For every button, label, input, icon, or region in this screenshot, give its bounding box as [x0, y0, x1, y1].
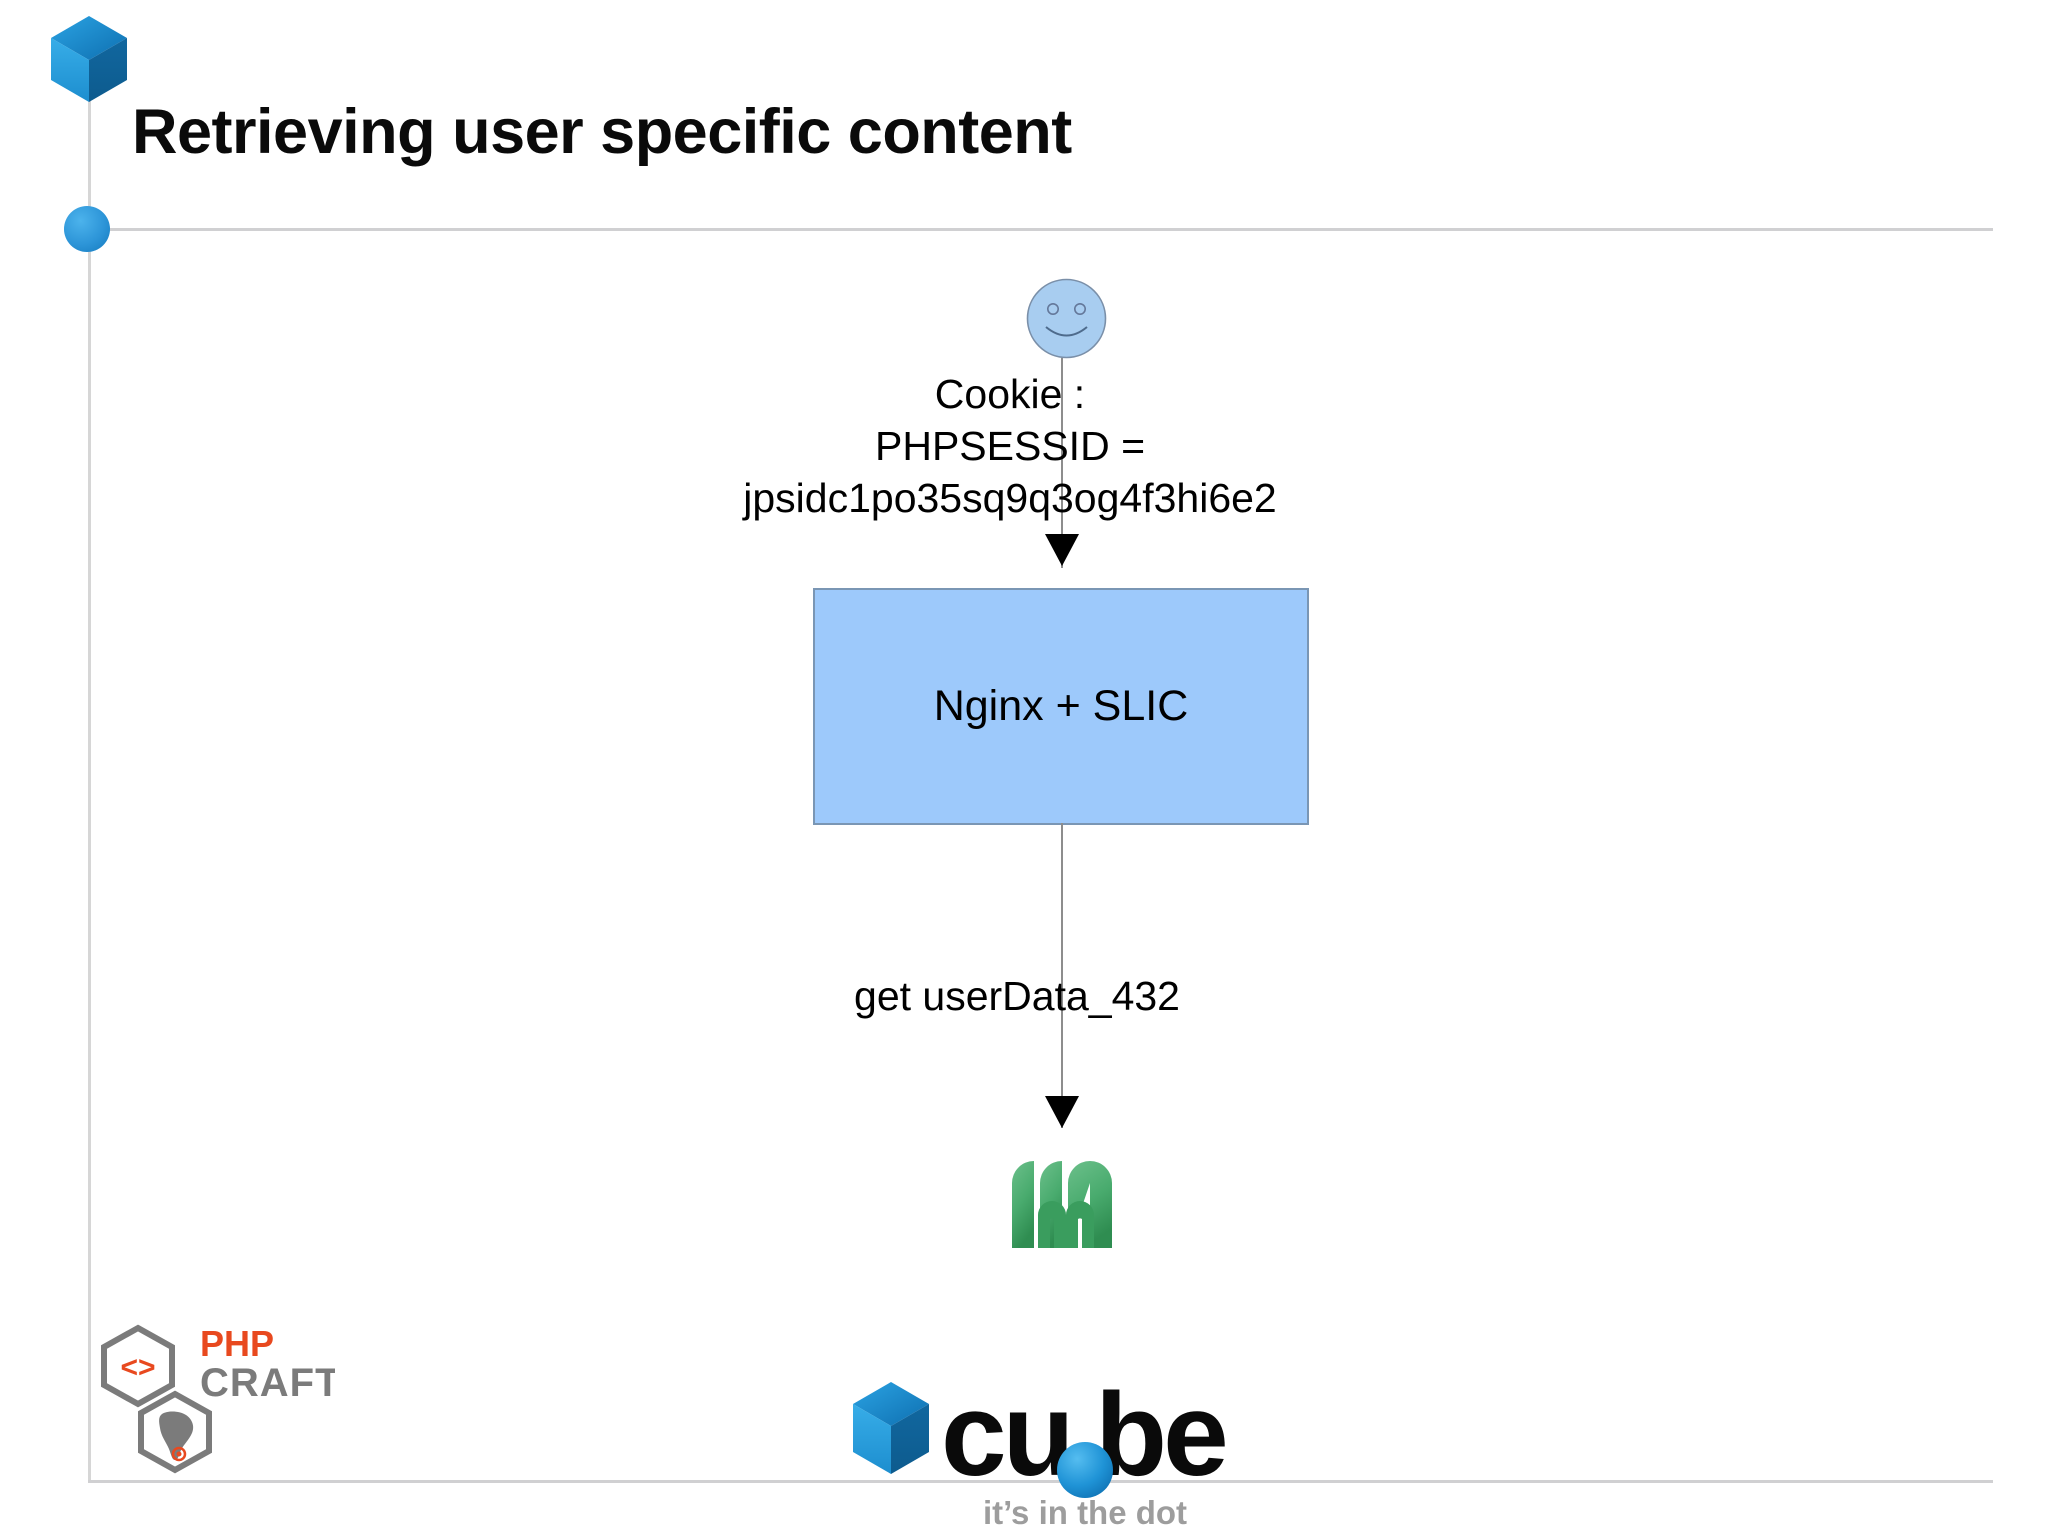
- phpcraft-php-text: PHP: [200, 1323, 274, 1364]
- cube-brand-logo: cu be it’s in the dot: [853, 1372, 1229, 1531]
- connector-nginx-to-memcached: [1061, 823, 1063, 1128]
- cookie-line-1: Cookie :: [934, 371, 1086, 417]
- corner-dot-bullet: [64, 206, 110, 252]
- phpcraft-logo: <> PHP CRAFT: [101, 1323, 335, 1474]
- slide-bottom-rule: [88, 1480, 1993, 1483]
- memcached-logo-icon: [1012, 1161, 1112, 1248]
- arrowhead-into-nginx: [1045, 534, 1079, 566]
- page-title: Retrieving user specific content: [132, 97, 1072, 167]
- cookie-line-3: jpsidc1po35sq9q3og4f3hi6e2: [743, 475, 1277, 521]
- corner-cube-icon: [51, 16, 127, 102]
- connector-user-to-nginx: [1061, 358, 1063, 568]
- cube-wordmark-cu: cu: [941, 1372, 1071, 1501]
- user-smiley-icon: [1026, 278, 1107, 359]
- arrowhead-into-memcached: [1045, 1096, 1079, 1128]
- get-message-label: get userData_432: [854, 973, 1180, 1019]
- cookie-line-2: PHPSESSID =: [874, 423, 1146, 469]
- phpcraft-code-glyph: <>: [120, 1351, 155, 1384]
- title-divider-rule: [88, 228, 1993, 231]
- cube-tagline: it’s in the dot: [983, 1494, 1187, 1531]
- phpcraft-craft-text: CRAFT: [200, 1361, 335, 1405]
- nginx-slic-node[interactable]: Nginx + SLIC: [813, 588, 1309, 825]
- cube-wordmark-be: be: [1095, 1372, 1225, 1501]
- slide-left-rule: [88, 60, 91, 1482]
- cookie-message-label: Cookie : PHPSESSID = jpsidc1po35sq9q3og4…: [600, 368, 1420, 524]
- cube-brand-dot: [1057, 1442, 1113, 1498]
- nginx-slic-label: Nginx + SLIC: [933, 682, 1189, 730]
